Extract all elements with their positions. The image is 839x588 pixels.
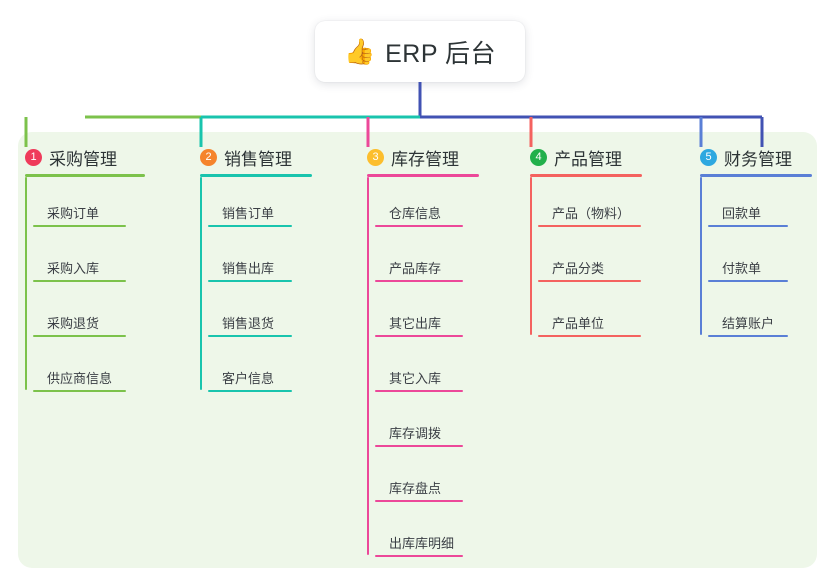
leaf-node-underline bbox=[375, 500, 463, 502]
root-node-erp-backend[interactable]: 👍 ERP 后台 bbox=[315, 21, 525, 82]
leaf-node-underline bbox=[538, 225, 641, 227]
leaf-node-label[interactable]: 其它出库 bbox=[389, 316, 442, 331]
thumbs-up-icon: 👍 bbox=[343, 37, 376, 66]
leaf-node-label[interactable]: 结算账户 bbox=[722, 316, 775, 331]
column-header-4[interactable]: 4 产品管理 bbox=[530, 145, 622, 170]
leaf-node-underline bbox=[33, 335, 126, 337]
column-header-underline bbox=[700, 174, 812, 177]
leaf-node-underline bbox=[375, 555, 463, 557]
column-title: 销售管理 bbox=[224, 150, 292, 169]
root-node-title: ERP 后台 bbox=[385, 39, 497, 68]
leaf-node-label[interactable]: 产品库存 bbox=[389, 261, 442, 276]
badge-number-icon: 2 bbox=[200, 149, 217, 166]
column-header-underline bbox=[25, 174, 145, 177]
leaf-node-label[interactable]: 供应商信息 bbox=[47, 371, 113, 386]
leaf-node-label[interactable]: 销售出库 bbox=[222, 261, 275, 276]
badge-number-icon: 5 bbox=[700, 149, 717, 166]
column-title: 财务管理 bbox=[724, 150, 792, 169]
leaf-node-underline bbox=[33, 390, 126, 392]
leaf-node-label[interactable]: 产品单位 bbox=[552, 316, 605, 331]
column-header-2[interactable]: 2 销售管理 bbox=[200, 145, 292, 170]
leaf-node-underline bbox=[708, 225, 788, 227]
column-spine bbox=[700, 177, 702, 335]
diagram-background-panel bbox=[18, 132, 817, 568]
leaf-node-underline bbox=[708, 280, 788, 282]
leaf-node-label[interactable]: 仓库信息 bbox=[389, 206, 442, 221]
leaf-node-underline bbox=[208, 335, 292, 337]
leaf-node-underline bbox=[375, 390, 463, 392]
leaf-node-underline bbox=[538, 280, 641, 282]
leaf-node-label[interactable]: 回款单 bbox=[722, 206, 762, 221]
leaf-node-underline bbox=[208, 280, 292, 282]
leaf-node-label[interactable]: 销售订单 bbox=[222, 206, 275, 221]
leaf-node-underline bbox=[208, 225, 292, 227]
leaf-node-label[interactable]: 采购订单 bbox=[47, 206, 100, 221]
badge-number-icon: 1 bbox=[25, 149, 42, 166]
badge-number-icon: 3 bbox=[367, 149, 384, 166]
column-title: 库存管理 bbox=[391, 150, 459, 169]
leaf-node-underline bbox=[538, 335, 641, 337]
column-spine bbox=[530, 177, 532, 335]
column-header-underline bbox=[200, 174, 312, 177]
column-header-underline bbox=[367, 174, 479, 177]
leaf-node-underline bbox=[708, 335, 788, 337]
leaf-node-label[interactable]: 采购入库 bbox=[47, 261, 100, 276]
column-header-3[interactable]: 3 库存管理 bbox=[367, 145, 459, 170]
column-header-5[interactable]: 5 财务管理 bbox=[700, 145, 792, 170]
leaf-node-label[interactable]: 产品（物料） bbox=[552, 206, 631, 221]
leaf-node-label[interactable]: 其它入库 bbox=[389, 371, 442, 386]
column-title: 采购管理 bbox=[49, 150, 117, 169]
leaf-node-underline bbox=[375, 335, 463, 337]
column-spine bbox=[200, 177, 202, 390]
column-spine bbox=[367, 177, 369, 555]
leaf-node-underline bbox=[33, 280, 126, 282]
leaf-node-label[interactable]: 采购退货 bbox=[47, 316, 100, 331]
column-spine bbox=[25, 177, 27, 390]
leaf-node-label[interactable]: 销售退货 bbox=[222, 316, 275, 331]
leaf-node-label[interactable]: 客户信息 bbox=[222, 371, 275, 386]
leaf-node-label[interactable]: 付款单 bbox=[722, 261, 762, 276]
leaf-node-label[interactable]: 库存调拨 bbox=[389, 426, 442, 441]
leaf-node-underline bbox=[375, 445, 463, 447]
leaf-node-label[interactable]: 出库库明细 bbox=[389, 536, 455, 551]
leaf-node-underline bbox=[33, 225, 126, 227]
badge-number-icon: 4 bbox=[530, 149, 547, 166]
leaf-node-underline bbox=[208, 390, 292, 392]
column-header-underline bbox=[530, 174, 642, 177]
leaf-node-underline bbox=[375, 225, 463, 227]
column-title: 产品管理 bbox=[554, 150, 622, 169]
column-header-1[interactable]: 1 采购管理 bbox=[25, 145, 117, 170]
leaf-node-underline bbox=[375, 280, 463, 282]
leaf-node-label[interactable]: 库存盘点 bbox=[389, 481, 442, 496]
leaf-node-label[interactable]: 产品分类 bbox=[552, 261, 605, 276]
